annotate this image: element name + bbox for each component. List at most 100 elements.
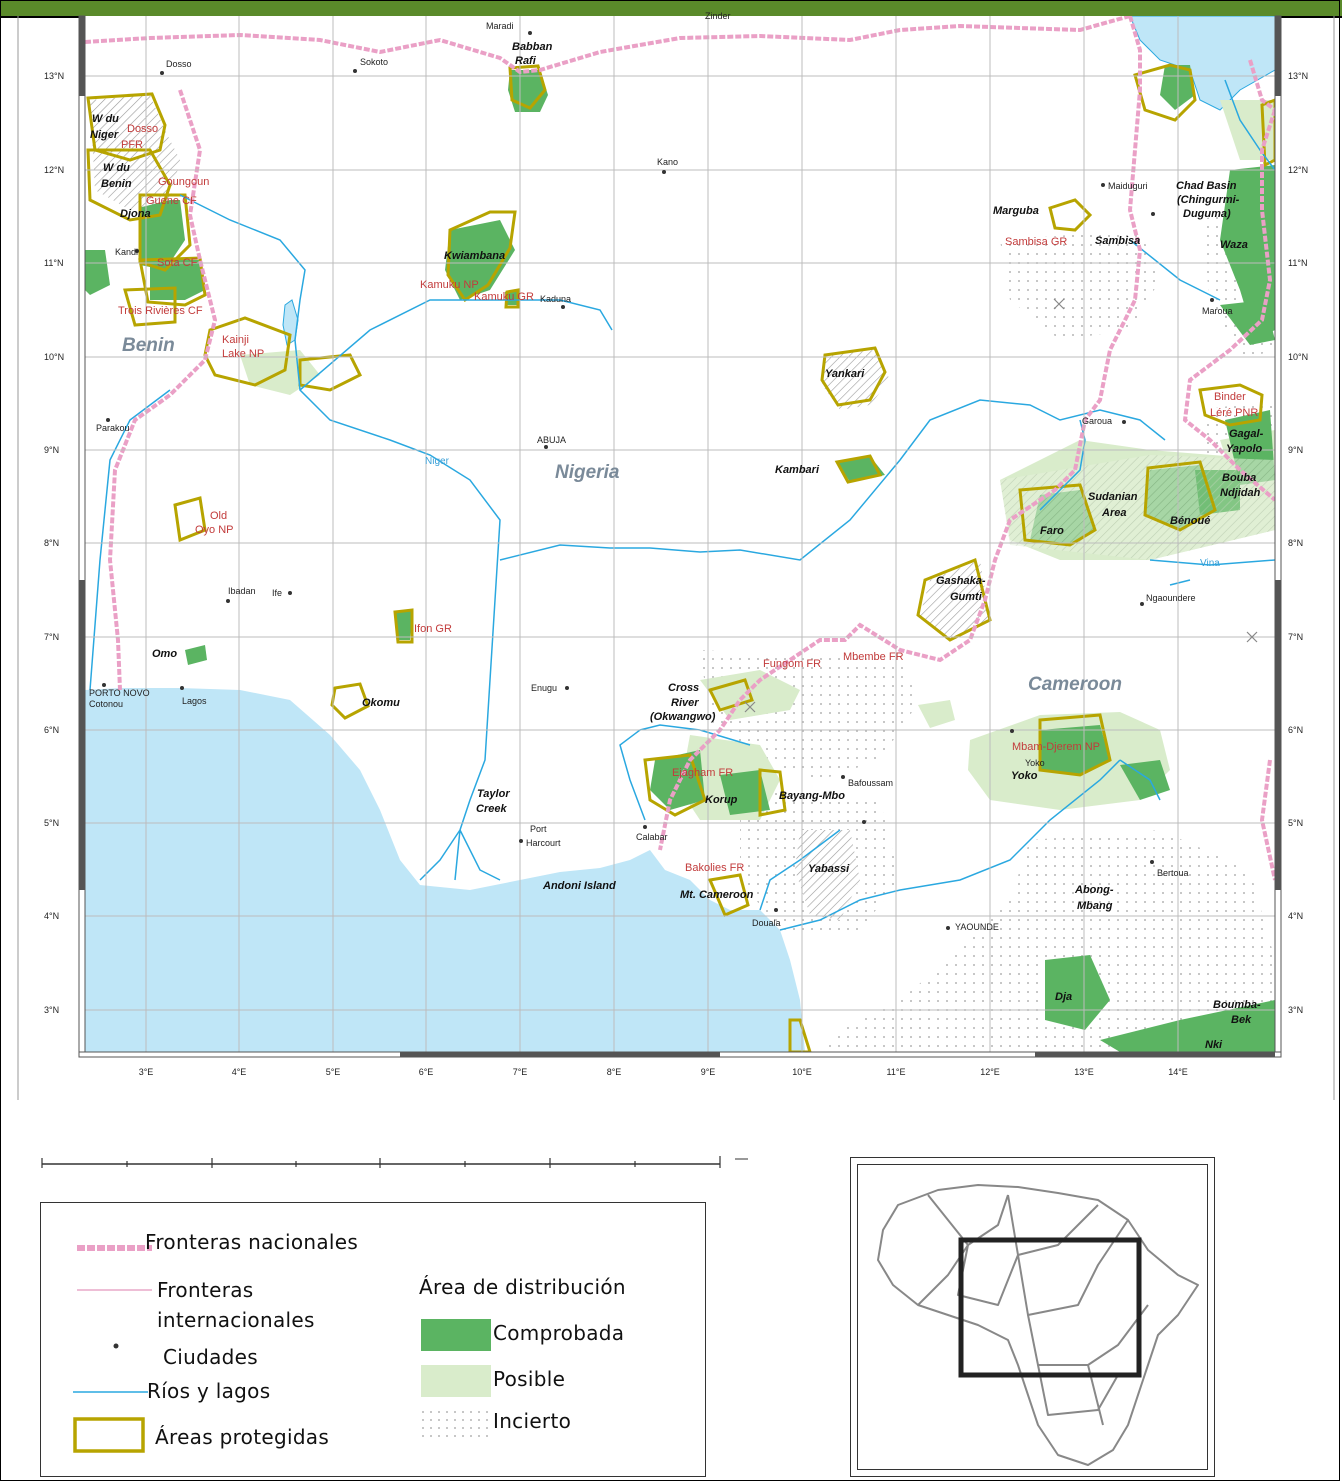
pa-red-label: Ifon GR <box>414 623 452 635</box>
pa-label: Rafi <box>515 55 537 67</box>
pa-label: Korup <box>705 794 738 806</box>
pa-label: W du <box>92 113 119 125</box>
city-dot-icon <box>561 305 565 309</box>
pa-label: Yapolo <box>1226 443 1263 455</box>
pa-label: W du <box>103 162 130 174</box>
pa-label: Benin <box>101 178 132 190</box>
lat-label: 3°N <box>1288 1005 1303 1015</box>
pa-label: Gagal- <box>1229 428 1264 440</box>
pa-red-label: PFR <box>121 139 143 151</box>
uncertain-swatch <box>421 1410 491 1440</box>
city-label: Kaduna <box>540 294 571 304</box>
city-dot-icon <box>862 820 866 824</box>
inset-inner-frame <box>857 1164 1208 1470</box>
city-dot-icon <box>1122 420 1126 424</box>
city-label: Harcourt <box>526 838 561 848</box>
city-dot-icon <box>565 686 569 690</box>
protected-area-swatch <box>73 1417 145 1453</box>
city-label: Ngaoundere <box>1146 593 1196 603</box>
pa-label: Nki <box>1205 1039 1223 1051</box>
pa-label: Andoni Island <box>542 880 616 892</box>
lat-label: 13°N <box>44 71 64 81</box>
pa-label: Cross <box>668 682 699 694</box>
pa-label: Area <box>1101 507 1126 519</box>
legend-distribution-title: Área de distribución <box>419 1275 626 1299</box>
lon-label: 9°E <box>701 1067 716 1077</box>
city-dot-icon <box>946 926 950 930</box>
lat-label: 3°N <box>44 1005 59 1015</box>
lon-label: 7°E <box>513 1067 528 1077</box>
lon-label: 3°E <box>139 1067 154 1077</box>
pa-label: River <box>671 697 699 709</box>
proven-swatch <box>421 1319 491 1351</box>
latitude-labels-left: 13°N 12°N 11°N 10°N 9°N 8°N 7°N 6°N 5°N … <box>44 71 64 1015</box>
lat-label: 13°N <box>1288 71 1308 81</box>
pa-label: Okomu <box>362 697 400 709</box>
city-label: Maroua <box>1202 306 1233 316</box>
city-labels: Maradi Zinder Dosso Sokoto Kano Maidugur… <box>89 11 1233 932</box>
pa-label: Sambisa <box>1095 235 1140 247</box>
pa-label: Gashaka- <box>936 575 986 587</box>
city-dot-icon <box>1101 183 1105 187</box>
pa-label: Bek <box>1231 1014 1252 1026</box>
lon-label: 6°E <box>419 1067 434 1077</box>
city-label: Kandi <box>115 247 138 257</box>
city-dot-icon <box>180 686 184 690</box>
pa-label: Taylor <box>477 788 510 800</box>
pa-label: Bénoué <box>1170 515 1210 527</box>
pa-label: Ndjidah <box>1220 487 1261 499</box>
city-dot-icon <box>1151 212 1155 216</box>
graticule <box>85 16 1275 1052</box>
rivers <box>89 79 1275 931</box>
legend-cities: Ciudades <box>163 1345 258 1369</box>
pa-red-label: Ejagham FR <box>672 767 733 779</box>
city-dot-icon <box>102 683 106 687</box>
city-label: Yoko <box>1025 758 1045 768</box>
city-label: Ife <box>272 588 282 598</box>
pa-label: Djona <box>120 208 151 220</box>
city-label: Sokoto <box>360 57 388 67</box>
country-label-benin: Benin <box>122 335 175 356</box>
pa-label: Creek <box>476 803 507 815</box>
city-dot-icon <box>643 825 647 829</box>
pa-label: Kwiambana <box>444 250 505 262</box>
city-label: ABUJA <box>537 435 566 445</box>
pa-label: Omo <box>152 648 177 660</box>
lat-label: 12°N <box>1288 165 1308 175</box>
lat-label: 6°N <box>1288 725 1303 735</box>
pa-label: Yankari <box>825 368 865 380</box>
pa-label: Abong- <box>1074 884 1114 896</box>
country-label-cameroon: Cameroon <box>1028 674 1122 695</box>
lat-label: 11°N <box>1288 258 1307 268</box>
pa-label: Waza <box>1220 239 1248 251</box>
pa-label: (Okwangwo) <box>650 711 716 723</box>
city-label: Dosso <box>166 59 192 69</box>
city-label: Bafoussam <box>848 778 893 788</box>
pa-red-label: Kamuku NP <box>420 279 479 291</box>
lat-label: 9°N <box>44 445 59 455</box>
pa-label: Yoko <box>1011 770 1038 782</box>
africa-outline <box>877 1184 1199 1466</box>
city-dot-icon <box>528 31 532 35</box>
city-label: Ibadan <box>228 586 256 596</box>
pa-label: Chad Basin <box>1176 180 1237 192</box>
legend-rivers-lakes: Ríos y lagos <box>147 1379 271 1403</box>
lat-label: 10°N <box>1288 352 1308 362</box>
lat-label: 8°N <box>44 538 59 548</box>
city-dot-icon <box>1150 860 1154 864</box>
lat-label: 4°N <box>44 911 59 921</box>
river-label-vina: Vina <box>1200 558 1220 569</box>
country-label-nigeria: Nigeria <box>555 462 620 483</box>
city-dot-icon <box>1210 298 1214 302</box>
pa-label: Dja <box>1055 991 1072 1003</box>
pa-red-label: Trois Rivières CF <box>118 305 203 317</box>
river-label-niger: Niger <box>425 456 450 467</box>
legend-protected-areas: Áreas protegidas <box>155 1425 330 1449</box>
legend: Fronteras nacionales Fronteras internaci… <box>40 1202 706 1477</box>
inset-locator-map <box>850 1157 1215 1477</box>
sea <box>85 688 805 1052</box>
lat-label: 7°N <box>44 632 59 642</box>
distribution-map: 13°N 12°N 11°N 10°N 9°N 8°N 7°N 6°N 5°N … <box>17 11 1335 1100</box>
city-dot-icon <box>226 599 230 603</box>
scale-bar <box>41 1156 748 1168</box>
